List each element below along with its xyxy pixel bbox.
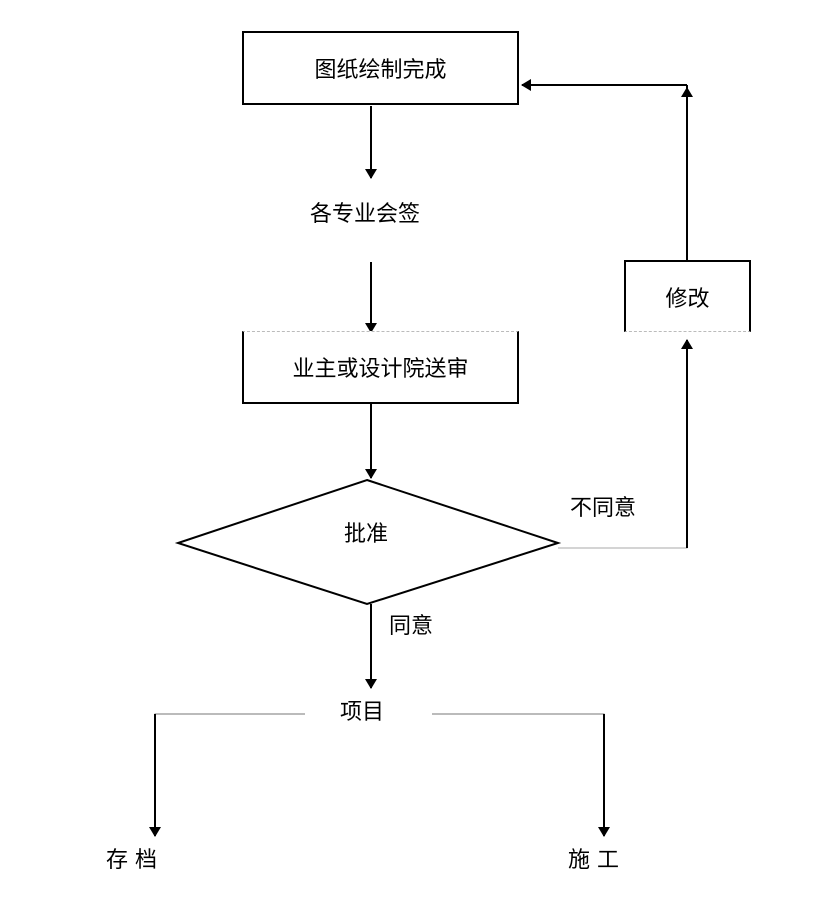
node-countersign: 各专业会签 <box>310 202 421 227</box>
node-modify: 修改 <box>624 260 751 332</box>
edge-disagree-label: 不同意 <box>570 496 637 521</box>
node-drawing-complete-label: 图纸绘制完成 <box>314 58 447 83</box>
node-modify-label: 修改 <box>665 286 710 312</box>
node-submit-review-label: 业主或设计院送审 <box>292 357 469 382</box>
node-drawing-complete: 图纸绘制完成 <box>242 31 519 105</box>
node-project: 项目 <box>340 700 385 725</box>
branch-to-construction <box>432 713 605 832</box>
node-submit-review: 业主或设计院送审 <box>242 331 519 404</box>
branch-to-archive <box>154 713 305 832</box>
node-archive: 存 档 <box>106 848 157 873</box>
edge-agree-label: 同意 <box>389 614 434 639</box>
node-construction: 施 工 <box>568 848 619 873</box>
node-approve-label: 批准 <box>344 522 389 547</box>
approve-diamond <box>174 478 562 606</box>
